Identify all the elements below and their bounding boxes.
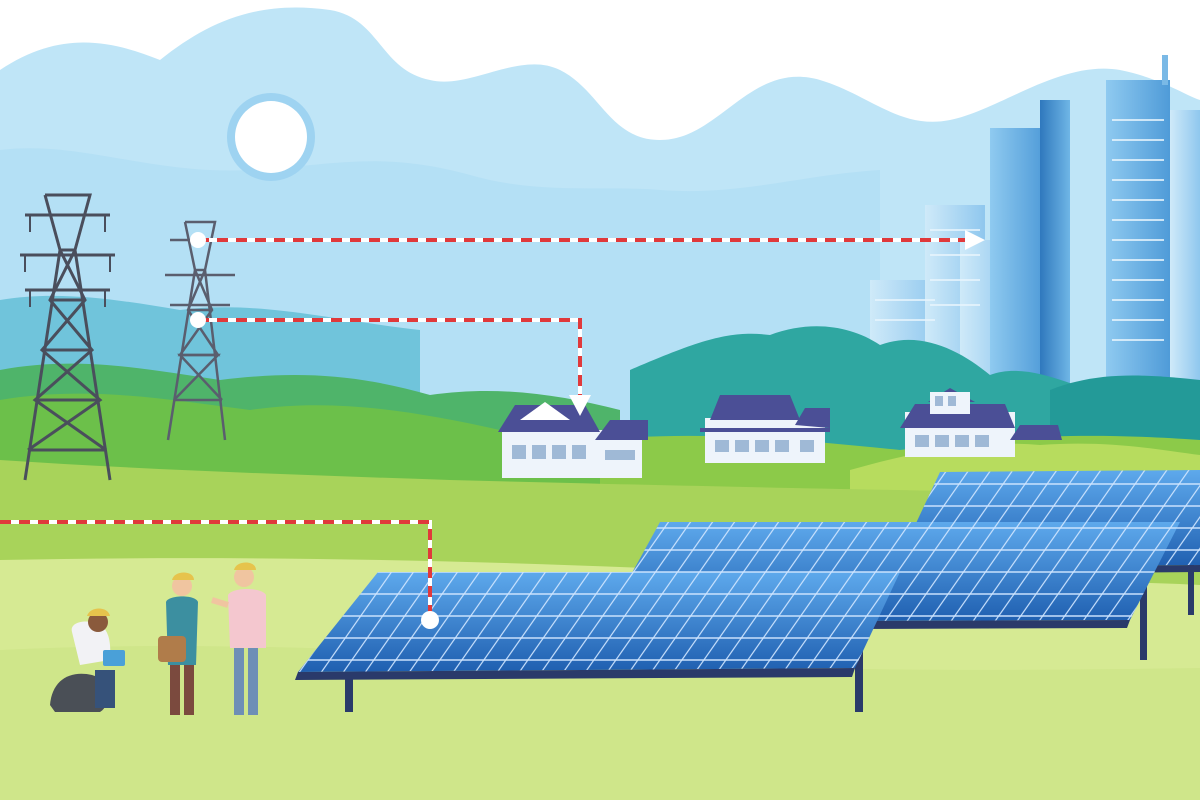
workers — [50, 562, 266, 715]
house-icon — [498, 402, 648, 478]
worker-standing-right — [211, 562, 266, 715]
transmission-tower-left — [20, 193, 115, 481]
city-skyline — [870, 55, 1200, 400]
worker-sitting — [50, 608, 125, 712]
arrow-icon — [569, 395, 591, 416]
sun-icon — [227, 93, 315, 181]
power-flow-lines — [0, 230, 985, 629]
worker-standing-left — [158, 572, 198, 715]
solar-panel-icon — [295, 572, 900, 712]
house-icon — [700, 395, 830, 463]
house-icon — [900, 388, 1062, 457]
solar-panel-arrays — [295, 470, 1200, 712]
houses — [498, 388, 1062, 478]
transmission-tower-right — [165, 220, 235, 441]
arrow-icon — [965, 230, 985, 250]
